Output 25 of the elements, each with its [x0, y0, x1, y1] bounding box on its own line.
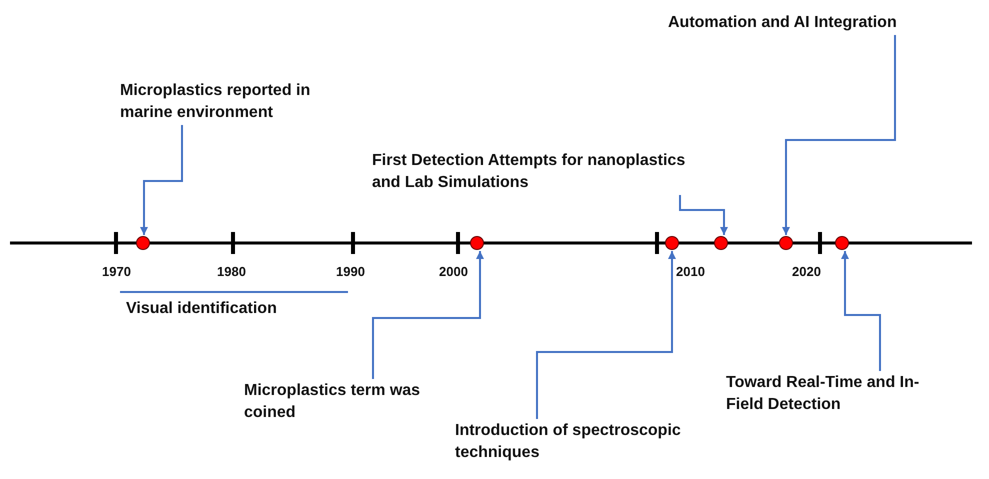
- period-label: Visual identification: [126, 299, 277, 319]
- year-label: 2000: [439, 264, 468, 279]
- year-label: 2020: [792, 264, 821, 279]
- event-label: Toward Real-Time and In-Field Detection: [726, 372, 956, 416]
- event-marker: [470, 236, 484, 250]
- event-marker: [136, 236, 150, 250]
- year-label: 1980: [217, 264, 246, 279]
- event-label: Microplastics term was coined: [244, 380, 434, 424]
- leader-arrow: [782, 35, 896, 235]
- leader-arrow: [841, 251, 881, 371]
- leader-arrow: [536, 251, 676, 419]
- event-marker: [714, 236, 728, 250]
- event-label: Microplastics reported in marine environment: [120, 80, 360, 124]
- event-label: Automation and AI Integration: [668, 12, 988, 34]
- year-label: 1970: [102, 264, 131, 279]
- leader-arrow: [679, 195, 728, 235]
- year-label: 1990: [336, 264, 365, 279]
- event-marker: [835, 236, 849, 250]
- event-label: First Detection Attempts for nanoplastics and Lab Simulations: [372, 150, 717, 194]
- leader-arrow: [140, 125, 183, 235]
- event-marker: [665, 236, 679, 250]
- year-label: 2010: [676, 264, 705, 279]
- event-label: Introduction of spectroscopic techniques: [455, 420, 705, 464]
- event-marker: [779, 236, 793, 250]
- leader-arrow: [372, 251, 484, 379]
